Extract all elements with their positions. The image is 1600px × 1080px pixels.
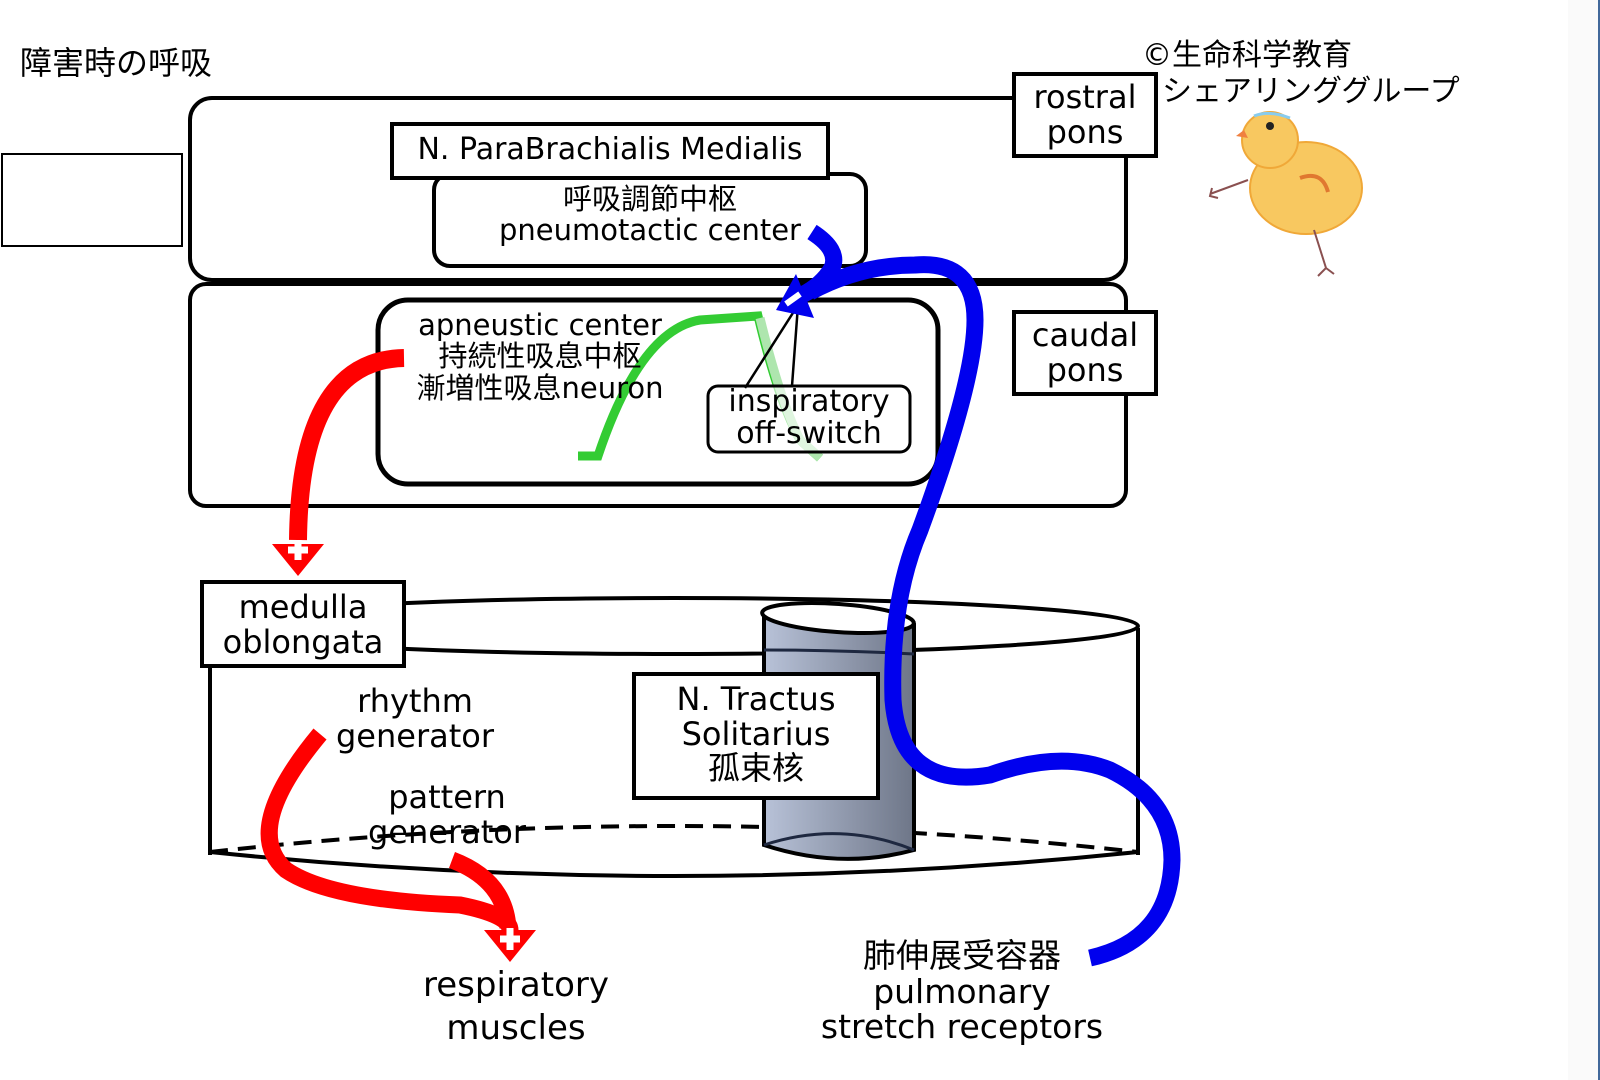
empty-placeholder-box (1, 153, 183, 247)
slide-margin (1568, 0, 1600, 1080)
label-line: pons (1046, 112, 1124, 151)
respiratory-muscles-label: respiratory muscles (400, 964, 632, 1049)
label-line: Solitarius (681, 714, 831, 753)
label-line: 肺伸展受容器 (863, 936, 1061, 975)
parabrachialis-label: N. ParaBrachialis Medialis (390, 122, 830, 180)
excitatory-arrow-rhythm-muscles (260, 728, 519, 932)
label-line: 持続性吸息中枢 (438, 339, 642, 374)
label-line: generator (335, 716, 494, 755)
label-line: medulla (238, 588, 368, 626)
label-line: generator (367, 812, 526, 851)
label-line: pons (1046, 350, 1124, 389)
plus-icon (288, 540, 308, 560)
pattern-generator-label: pattern generator (352, 780, 542, 849)
label-line: off-switch (736, 416, 882, 452)
label-line: caudal (1031, 316, 1139, 354)
label-line: muscles (446, 1007, 586, 1048)
label-line: N. Tractus (676, 680, 836, 718)
label-line: apneustic center (418, 308, 662, 342)
label-line: 漸増性吸息neuron (416, 370, 664, 405)
minus-icon (784, 291, 802, 307)
excitatory-arrow-pattern-muscles (448, 852, 517, 929)
medulla-label: medulla oblongata (200, 580, 406, 668)
label-line: oblongata (222, 622, 384, 661)
copyright-line: シェアリンググループ (1162, 74, 1460, 109)
label-line: respiratory (423, 965, 609, 1005)
rhythm-generator-label: rhythm generator (320, 684, 510, 753)
label-line: pulmonary (873, 971, 1051, 1011)
label-line: rhythm (357, 682, 473, 720)
label-line: inspiratory (728, 384, 890, 419)
pneumotactic-label: 呼吸調節中枢 pneumotactic center (434, 182, 866, 248)
stretch-receptors-label: 肺伸展受容器 pulmonary stretch receptors (800, 938, 1124, 1045)
label-line: stretch receptors (820, 1007, 1104, 1047)
plus-icon (500, 928, 520, 950)
slide-title: 障害時の呼吸 (20, 44, 213, 82)
inhibitory-path-pneumotactic (798, 224, 843, 303)
label-line: rostral (1033, 78, 1137, 116)
label-line: pneumotactic center (499, 213, 801, 248)
off-switch-box (706, 384, 912, 454)
copyright-notice: ©生命科学教育 シェアリンググループ (1142, 38, 1460, 110)
chick-illustration (1208, 111, 1363, 277)
off-switch-label: inspiratory off-switch (708, 384, 910, 452)
window-edge (1598, 0, 1600, 1080)
parabrachialis-text: N. ParaBrachialis Medialis (417, 132, 803, 167)
apneustic-label: apneustic center 持続性吸息中枢 漸増性吸息neuron (400, 308, 680, 405)
label-line: 孤束核 (707, 749, 804, 788)
caudal-pons-label: caudal pons (1012, 310, 1158, 396)
tractus-solitarius-label: N. Tractus Solitarius 孤束核 (632, 672, 880, 800)
excitatory-arrow-apneustic-medulla (289, 349, 405, 541)
rostral-pons-label: rostral pons (1012, 72, 1158, 158)
copyright-line: ©生命科学教育 (1142, 38, 1352, 73)
label-line: 呼吸調節中枢 (562, 182, 737, 216)
inhibitory-path-stretch-receptors (805, 256, 1181, 967)
label-line: pattern (388, 778, 506, 816)
